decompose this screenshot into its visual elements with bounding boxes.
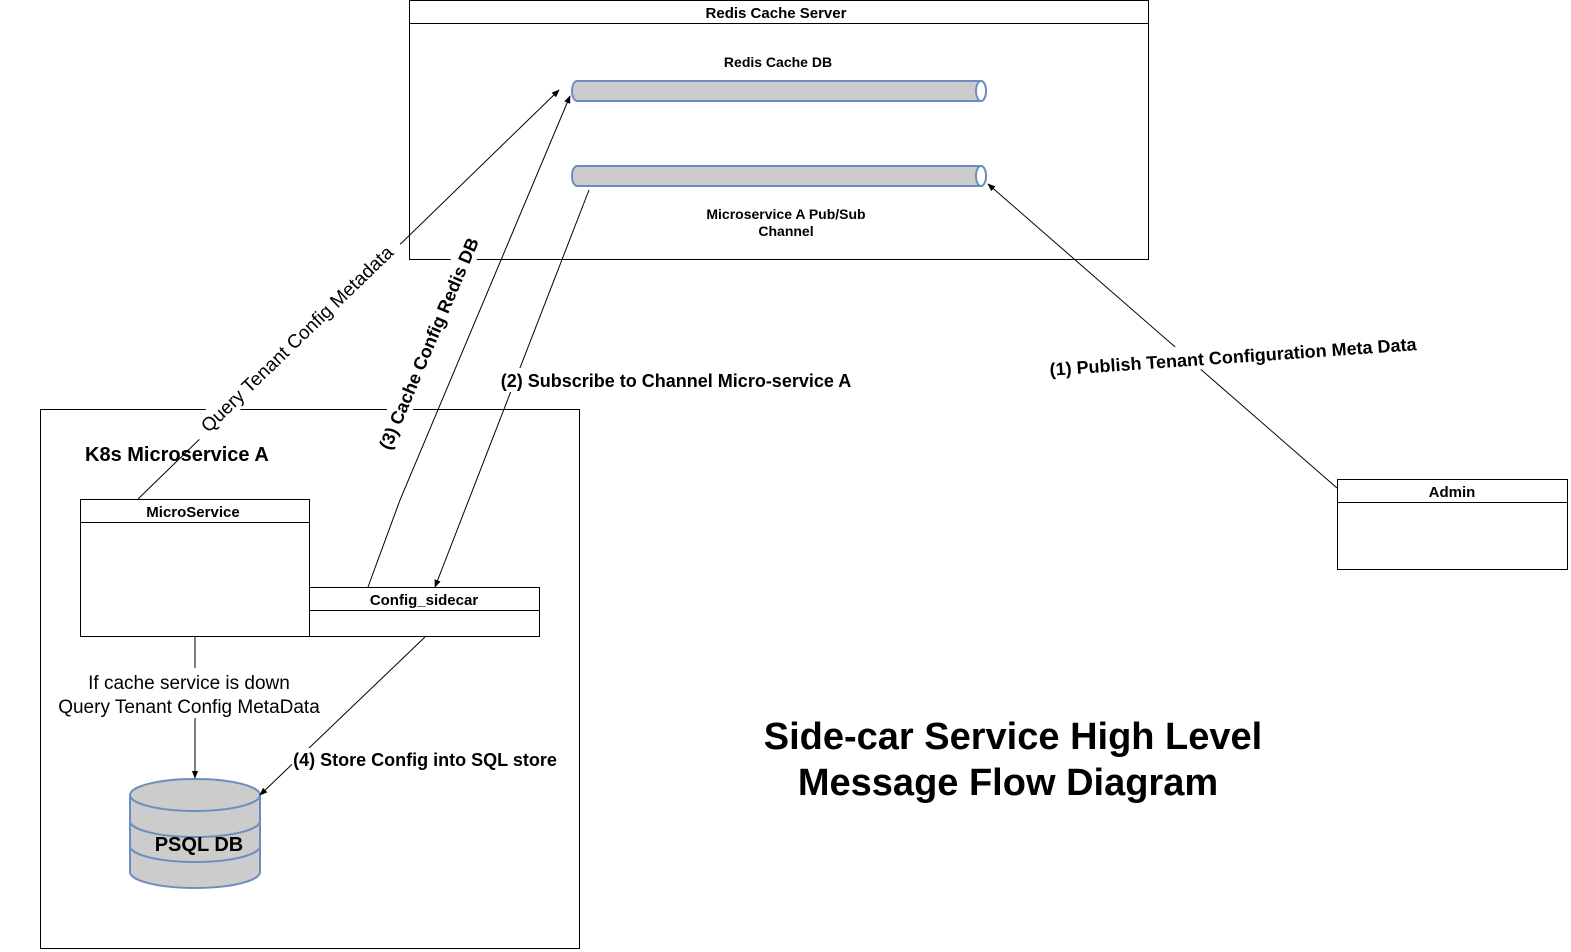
store-config-text: (4) Store Config into SQL store xyxy=(293,750,557,770)
edge-store-config xyxy=(259,636,426,796)
diagram-title: Side-car Service High Level Message Flow… xyxy=(764,716,1262,804)
edge-cache-config xyxy=(367,95,571,588)
config-sidecar-box: Config_sidecar xyxy=(309,587,540,637)
fallback-text-line1: If cache service is down xyxy=(88,673,290,694)
admin-title: Admin xyxy=(1429,484,1476,501)
psql-db-label: PSQL DB xyxy=(155,834,244,856)
diagram-title-line1: Side-car Service High Level xyxy=(764,716,1262,758)
microservice-title: MicroService xyxy=(146,504,239,521)
diagram-title-line2: Message Flow Diagram xyxy=(798,762,1218,804)
label-fallback: If cache service is down Query Tenant Co… xyxy=(58,673,320,718)
admin-box: Admin xyxy=(1337,479,1568,570)
label-store-config: (4) Store Config into SQL store xyxy=(292,748,560,772)
config-sidecar-title: Config_sidecar xyxy=(370,592,479,609)
label-publish: (1) Publish Tenant Configuration Meta Da… xyxy=(1046,330,1420,380)
k8s-microservice-container: K8s Microservice A MicroService Config_s… xyxy=(40,409,580,949)
redis-cache-db-label: Redis Cache DB xyxy=(724,54,832,70)
pubsub-channel-label-line1: Microservice A Pub/Sub xyxy=(706,206,865,222)
pubsub-channel-pipe xyxy=(571,165,987,187)
redis-cache-db-pipe xyxy=(571,80,987,102)
query-metadata-text: Query Tenant Config Metadata xyxy=(197,242,398,437)
redis-server-title: Redis Cache Server xyxy=(706,5,847,22)
fallback-text-line2: Query Tenant Config MetaData xyxy=(58,697,320,718)
psql-db-cylinder: PSQL DB xyxy=(129,778,261,889)
publish-text: (1) Publish Tenant Configuration Meta Da… xyxy=(1049,334,1418,380)
label-subscribe: (2) Subscribe to Channel Micro-service A xyxy=(499,368,857,392)
redis-cache-server-container: Redis Cache Server Redis Cache DB Micros… xyxy=(409,0,1149,260)
k8s-container-title: K8s Microservice A xyxy=(85,444,269,466)
pubsub-channel-label-line2: Channel xyxy=(758,223,813,239)
edge-publish xyxy=(987,183,1338,489)
microservice-box: MicroService xyxy=(80,499,310,637)
subscribe-text: (2) Subscribe to Channel Micro-service A xyxy=(501,371,851,391)
